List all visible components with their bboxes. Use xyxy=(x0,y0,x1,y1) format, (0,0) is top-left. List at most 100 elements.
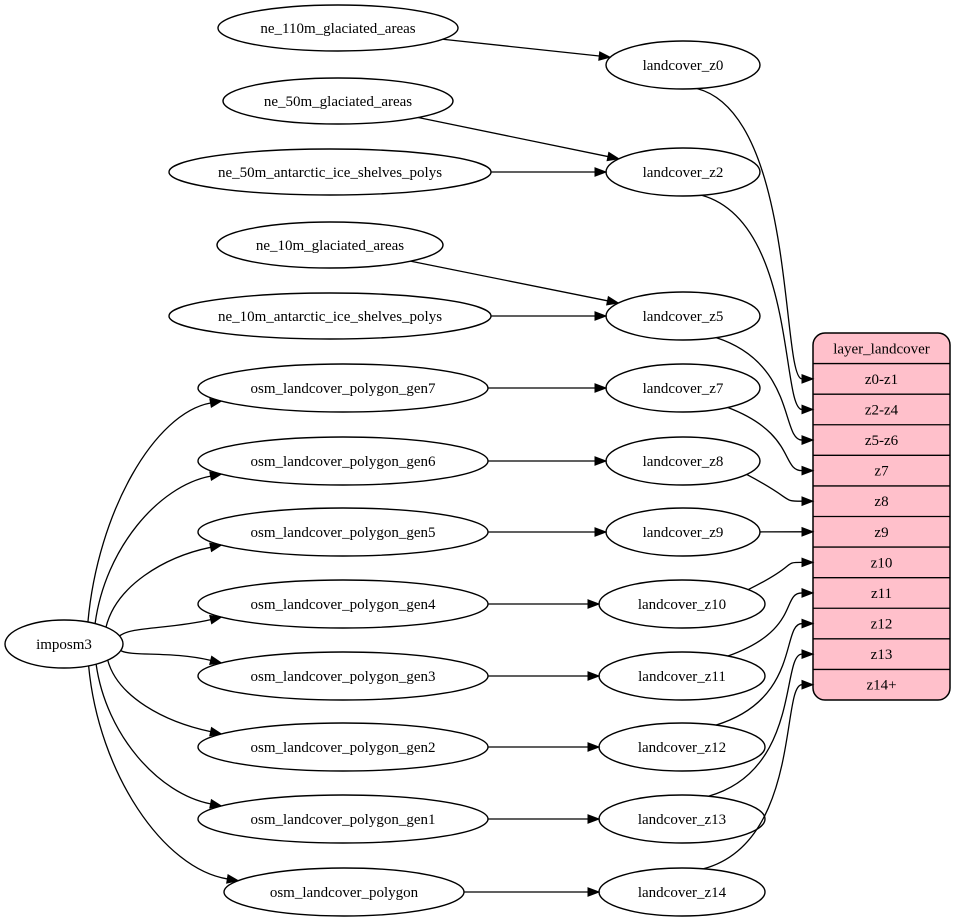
edge-line xyxy=(87,665,228,880)
table-row-z2-z4: z2-z4 xyxy=(865,402,899,418)
edge-osm_landcover_polygon_gen3--landcover_z11 xyxy=(488,671,601,681)
edge-line xyxy=(697,87,803,380)
edge-line xyxy=(105,546,211,628)
arrowhead-icon xyxy=(594,383,608,393)
edge-line xyxy=(410,260,608,302)
table-row-z10: z10 xyxy=(871,555,893,571)
node-ellipse xyxy=(222,77,454,125)
node-label: ne_50m_glaciated_areas xyxy=(264,94,412,110)
node-label: osm_landcover_polygon xyxy=(270,885,419,901)
arrowhead-icon xyxy=(587,742,601,752)
edge-ne_50m_glaciated_areas--landcover_z2 xyxy=(418,116,621,162)
arrowhead-icon xyxy=(209,398,223,408)
edge-line xyxy=(107,659,211,733)
edge-line xyxy=(746,473,803,502)
edge-ne_110m_glaciated_areas--landcover_z0 xyxy=(442,38,612,61)
arrowhead-icon xyxy=(226,873,240,884)
node-label: osm_landcover_polygon_gen2 xyxy=(251,740,436,756)
node-label: landcover_z8 xyxy=(643,454,724,470)
node-label: landcover_z2 xyxy=(643,165,724,181)
edge-imposm3--osm_landcover_polygon_gen3 xyxy=(120,649,223,666)
node-osm_landcover_polygon_gen1: osm_landcover_polygon_gen1 xyxy=(197,794,489,844)
node-osm_landcover_polygon: osm_landcover_polygon xyxy=(223,867,465,917)
node-label: imposm3 xyxy=(36,637,92,653)
node-label: ne_50m_antarctic_ice_shelves_polys xyxy=(218,165,442,181)
edge-landcover_z0--layer_landcover-row-z0-z1 xyxy=(697,87,815,384)
arrowhead-icon xyxy=(801,679,815,690)
edge-osm_landcover_polygon_gen4--landcover_z10 xyxy=(488,599,601,609)
edge-landcover_z7--layer_landcover-row-z7 xyxy=(727,406,815,476)
node-osm_landcover_polygon_gen7: osm_landcover_polygon_gen7 xyxy=(197,363,489,413)
arrowhead-icon xyxy=(801,618,815,629)
edge-line xyxy=(703,684,803,870)
node-label: osm_landcover_polygon_gen6 xyxy=(251,454,436,470)
arrowhead-icon xyxy=(209,798,223,809)
arrowhead-icon xyxy=(594,456,608,466)
table-row-z12: z12 xyxy=(871,617,893,633)
node-label: landcover_z0 xyxy=(643,58,724,74)
node-ellipse xyxy=(605,40,761,90)
node-label: osm_landcover_polygon_gen7 xyxy=(251,381,436,397)
edge-imposm3--osm_landcover_polygon_gen5 xyxy=(105,542,223,628)
edge-line xyxy=(708,653,803,797)
arrowhead-icon xyxy=(209,471,223,482)
edge-osm_landcover_polygon_gen1--landcover_z13 xyxy=(488,814,601,824)
edge-landcover_z11--layer_landcover-row-z11 xyxy=(727,588,815,657)
edge-line xyxy=(418,116,609,158)
edge-line xyxy=(94,475,211,624)
edge-imposm3--osm_landcover_polygon_gen2 xyxy=(107,659,223,737)
edge-line xyxy=(727,592,803,657)
node-label: landcover_z10 xyxy=(638,597,726,613)
arrowhead-icon xyxy=(801,465,815,476)
node-label: ne_110m_glaciated_areas xyxy=(260,21,415,37)
node-label: landcover_z13 xyxy=(638,812,726,828)
edge-imposm3--osm_landcover_polygon_gen1 xyxy=(95,664,223,809)
node-landcover_z0: landcover_z0 xyxy=(605,40,761,90)
edge-line xyxy=(715,337,803,441)
edge-osm_landcover_polygon_gen2--landcover_z12 xyxy=(488,742,601,752)
edge-landcover_z9--layer_landcover-row-z9 xyxy=(759,526,815,537)
arrowhead-icon xyxy=(801,404,815,415)
arrowhead-icon xyxy=(594,527,608,537)
arrowhead-icon xyxy=(598,51,612,61)
edge-landcover_z13--layer_landcover-row-z13 xyxy=(708,649,815,797)
node-landcover_z7: landcover_z7 xyxy=(605,363,761,413)
node-osm_landcover_polygon_gen5: osm_landcover_polygon_gen5 xyxy=(197,507,489,557)
edge-line xyxy=(747,561,803,591)
edge-imposm3--osm_landcover_polygon_gen4 xyxy=(119,614,223,637)
node-landcover_z12: landcover_z12 xyxy=(598,722,766,772)
edge-line xyxy=(715,622,803,726)
node-label: ne_10m_antarctic_ice_shelves_polys xyxy=(218,309,442,325)
arrowhead-icon xyxy=(209,614,223,625)
arrowhead-icon xyxy=(594,311,608,321)
arrowhead-icon xyxy=(209,542,223,553)
table-row-z13: z13 xyxy=(871,647,893,663)
node-label: landcover_z9 xyxy=(643,525,724,541)
edge-ne_10m_antarctic_ice_shelves_polys--landcover_z5 xyxy=(491,311,608,321)
node-label: osm_landcover_polygon_gen4 xyxy=(251,597,436,613)
edge-osm_landcover_polygon--landcover_z14 xyxy=(464,887,601,897)
node-label: ne_10m_glaciated_areas xyxy=(256,238,404,254)
edge-imposm3--osm_landcover_polygon_gen6 xyxy=(94,471,223,624)
node-landcover_z2: landcover_z2 xyxy=(605,147,761,197)
arrowhead-icon xyxy=(587,887,601,897)
edge-line xyxy=(701,194,803,411)
edge-landcover_z2--layer_landcover-row-z2-z4 xyxy=(701,194,815,415)
node-ne_10m_antarctic_ice_shelves_polys: ne_10m_antarctic_ice_shelves_polys xyxy=(168,292,492,340)
node-landcover_z10: landcover_z10 xyxy=(598,579,766,629)
table-row-z8: z8 xyxy=(874,494,888,510)
arrowhead-icon xyxy=(594,167,608,177)
node-landcover_z13: landcover_z13 xyxy=(598,794,766,844)
node-label: osm_landcover_polygon_gen3 xyxy=(251,669,436,685)
table-row-z9: z9 xyxy=(874,525,888,541)
edge-line xyxy=(120,649,211,662)
table-layer_landcover: layer_landcoverz0-z1z2-z4z5-z6z7z8z9z10z… xyxy=(812,332,951,701)
node-imposm3: imposm3 xyxy=(4,619,124,669)
node-landcover_z8: landcover_z8 xyxy=(605,436,761,486)
node-label: osm_landcover_polygon_gen1 xyxy=(251,812,436,828)
arrowhead-icon xyxy=(587,814,601,824)
arrowhead-icon xyxy=(801,496,815,507)
table-title: layer_landcover xyxy=(833,341,930,357)
arrowhead-icon xyxy=(606,151,621,162)
node-landcover_z11: landcover_z11 xyxy=(598,651,766,701)
